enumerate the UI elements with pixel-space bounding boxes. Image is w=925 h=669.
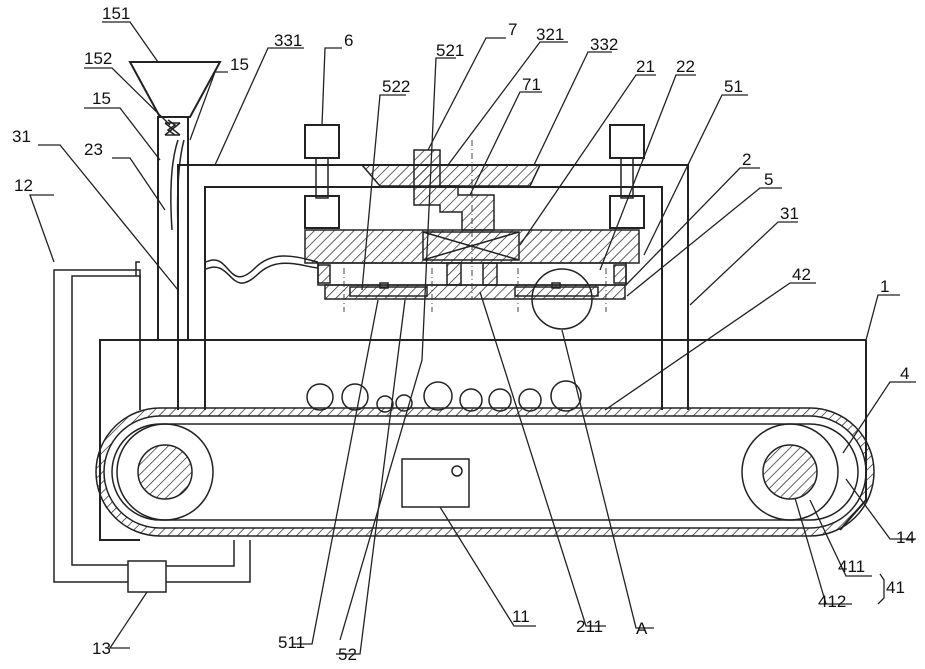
right-roller bbox=[742, 424, 838, 520]
control-box bbox=[402, 459, 469, 507]
label-31-left: 31 bbox=[12, 127, 31, 146]
label-412: 412 bbox=[818, 592, 846, 611]
hopper bbox=[130, 62, 220, 340]
label-a: A bbox=[636, 619, 648, 638]
label-22: 22 bbox=[676, 57, 695, 76]
right-cylinder bbox=[610, 125, 644, 228]
label-41: 41 bbox=[886, 578, 905, 597]
label-522: 522 bbox=[382, 77, 410, 96]
label-7: 7 bbox=[508, 20, 517, 39]
label-4: 4 bbox=[900, 364, 909, 383]
housing-body bbox=[100, 340, 866, 540]
label-12: 12 bbox=[14, 176, 33, 195]
label-31-right: 31 bbox=[780, 204, 799, 223]
label-15-upper: 15 bbox=[230, 55, 249, 74]
label-6: 6 bbox=[344, 31, 353, 50]
label-52: 52 bbox=[338, 645, 357, 664]
drive-mechanism bbox=[414, 150, 494, 230]
label-152: 152 bbox=[84, 49, 112, 68]
label-211: 211 bbox=[576, 617, 603, 636]
label-71: 71 bbox=[522, 75, 541, 94]
label-11: 11 bbox=[512, 607, 530, 626]
label-15-lower: 15 bbox=[92, 89, 111, 108]
label-2: 2 bbox=[742, 150, 751, 169]
label-42: 42 bbox=[792, 265, 811, 284]
label-151: 151 bbox=[102, 4, 130, 23]
label-511: 511 bbox=[278, 633, 305, 652]
label-411: 411 bbox=[838, 557, 865, 576]
label-23: 23 bbox=[84, 140, 103, 159]
label-321: 321 bbox=[536, 25, 564, 44]
label-332: 332 bbox=[590, 35, 618, 54]
label-14: 14 bbox=[896, 528, 915, 547]
label-5: 5 bbox=[764, 170, 773, 189]
label-331: 331 bbox=[274, 31, 302, 50]
label-21: 21 bbox=[636, 57, 655, 76]
label-13: 13 bbox=[92, 639, 111, 658]
label-521: 521 bbox=[436, 41, 464, 60]
label-1: 1 bbox=[880, 277, 889, 296]
label-51: 51 bbox=[724, 77, 743, 96]
water-pipe bbox=[54, 262, 250, 592]
left-roller bbox=[117, 424, 213, 520]
left-cylinder bbox=[305, 125, 339, 228]
